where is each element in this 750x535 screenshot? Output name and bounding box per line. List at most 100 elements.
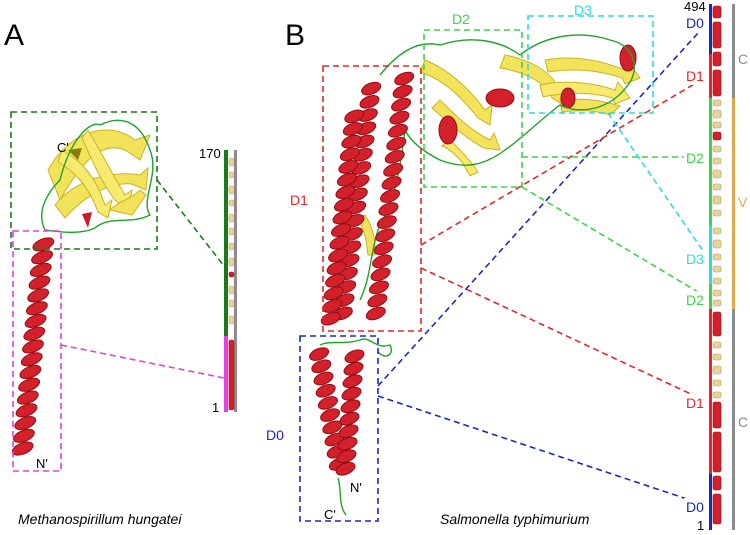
helix-turn: [391, 97, 412, 112]
helix-turn: [13, 428, 35, 443]
helix-turn: [344, 349, 365, 364]
helix-turn: [336, 172, 357, 187]
panel-b-n-term: N': [350, 480, 362, 495]
panel-a-helix: [11, 237, 55, 456]
helix-turn: [14, 416, 37, 431]
panel-b-connectors: [377, 21, 709, 507]
helix-turn: [328, 248, 349, 263]
helix-turn: [342, 374, 363, 389]
panel-a-c-term: C': [57, 140, 69, 155]
d0-bottom-connector: [377, 395, 709, 507]
panel-b-structure: N' C': [309, 34, 641, 522]
helix-turn: [335, 461, 356, 476]
helix-turn: [18, 377, 41, 392]
ss-element: [712, 99, 722, 107]
helix-turn: [335, 185, 356, 200]
ss-element: [712, 183, 722, 191]
ss-element: [712, 21, 722, 49]
helix-turn: [386, 136, 407, 151]
ss-element: [712, 169, 722, 179]
helix-turn: [338, 160, 359, 174]
ss-element: [712, 431, 722, 473]
seg-d1-bottom: [709, 309, 712, 474]
panel-a-helix-box: [12, 230, 62, 472]
ss-element: [712, 195, 722, 205]
panel-b-seq-bottom: 1: [697, 518, 704, 533]
helix-turn: [317, 396, 338, 410]
panel-b-d2-box: [423, 29, 523, 188]
helix-turn: [341, 386, 362, 401]
helix-turn: [339, 411, 360, 426]
helix-turn: [22, 339, 44, 354]
d3-connector: [607, 112, 709, 259]
region-c-top-label: C: [738, 51, 748, 67]
helix-turn: [23, 326, 46, 341]
helix-turn: [344, 109, 365, 124]
helix-turn: [341, 134, 362, 149]
helix-turn: [381, 176, 402, 190]
panel-a-backbone: [234, 150, 237, 412]
panel-a-caption: Methanospirillum hungatei: [18, 511, 182, 527]
bar-label-d1-bottom: D1: [686, 395, 704, 411]
bar-label-d3: D3: [686, 251, 704, 267]
ss-element: [712, 493, 722, 525]
ss-element: [712, 5, 722, 19]
helix-turn: [320, 311, 341, 326]
bar-label-d1-top: D1: [686, 68, 704, 84]
panel-a-helix-connector: [60, 344, 225, 379]
helix-turn: [28, 275, 51, 290]
d1-bottom-connector: [420, 267, 709, 403]
helix-turn: [338, 424, 359, 439]
helix-turn: [370, 267, 391, 282]
helix-turn: [372, 254, 393, 269]
panel-b-caption: Salmonella typhimurium: [440, 511, 590, 527]
helix-turn: [329, 235, 350, 250]
panel-b-d3-helix: [619, 44, 637, 72]
panel-a-loops: [41, 119, 154, 234]
panel-b-d0-box-label: D0: [266, 427, 284, 443]
ss-element: [712, 253, 722, 261]
helix-turn: [383, 163, 404, 177]
helix-turn: [378, 202, 399, 216]
ss-element: [712, 401, 722, 429]
ss-element: [712, 299, 722, 307]
seg-d0-top: [709, 4, 712, 54]
ss-element: [712, 353, 722, 361]
helix-turn: [342, 122, 363, 136]
panel-b-label: B: [285, 19, 305, 52]
helix-turn: [309, 347, 330, 361]
helix-turn: [311, 359, 332, 374]
ss-element: [712, 365, 722, 375]
helix-turn: [332, 210, 353, 225]
bar-label-d0-top: D0: [686, 15, 704, 31]
panel-b-seq-top: 494: [684, 0, 706, 14]
panel-b-d2-box-label: D2: [452, 11, 470, 27]
region-v-label: V: [738, 194, 748, 210]
helix-turn: [340, 399, 361, 414]
helix-turn: [359, 95, 380, 109]
ss-element: [228, 213, 235, 223]
panel-a-structure: C' N': [11, 119, 154, 471]
helix-turn: [313, 371, 334, 386]
d1-top-connector: [420, 75, 709, 246]
ss-element: [228, 339, 235, 411]
panel-a-n-term: N': [36, 456, 48, 471]
ss-element: [712, 265, 722, 273]
helix-turn: [323, 286, 344, 301]
d2-bottom-connector: [521, 186, 709, 299]
ss-element: [228, 257, 235, 267]
helix-turn: [368, 280, 389, 295]
panel-a-ss-elements: [228, 157, 235, 411]
helix-turn: [380, 189, 400, 203]
helix-turn: [27, 288, 50, 303]
ss-element: [228, 227, 235, 236]
helix-turn: [20, 352, 43, 367]
region-c-bottom-bar: [732, 309, 735, 530]
seg-d2-bottom: [709, 284, 712, 309]
ss-element: [228, 185, 235, 195]
ss-element: [712, 239, 722, 249]
panel-b-sequence-bar: [709, 4, 735, 530]
d0-top-connector: [377, 21, 709, 387]
